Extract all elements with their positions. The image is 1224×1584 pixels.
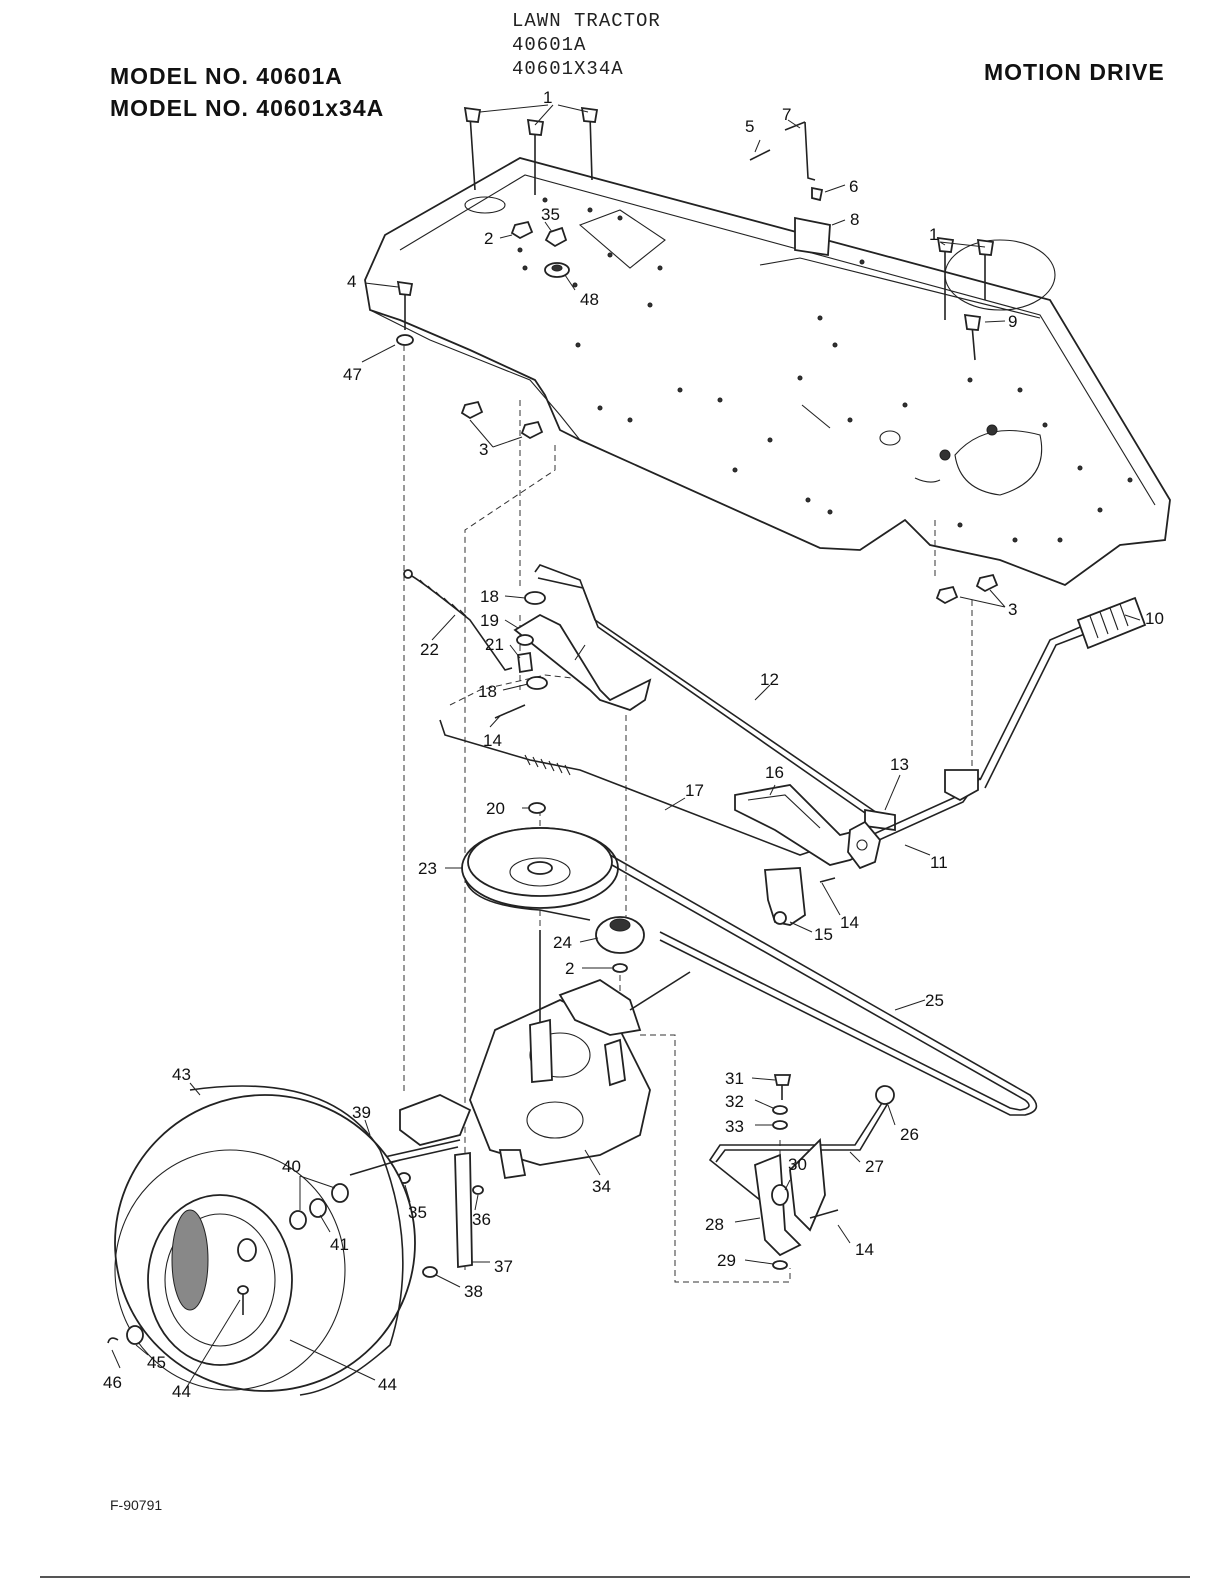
callout-47: 47 <box>343 365 362 384</box>
section-title: MOTION DRIVE <box>984 59 1165 85</box>
callout-46: 46 <box>103 1373 122 1392</box>
callout-21: 21 <box>485 635 504 654</box>
callout-6: 6 <box>849 177 858 196</box>
callout-44-right: 44 <box>378 1375 397 1394</box>
pulley-assembly <box>461 802 1038 1116</box>
drawing-code: F-90791 <box>110 1497 163 1513</box>
callout-16: 16 <box>765 763 784 782</box>
callout-2: 2 <box>484 229 493 248</box>
leader-lines <box>111 104 1141 1391</box>
callout-34: 34 <box>592 1177 611 1196</box>
shift-lever-assembly <box>708 1074 895 1270</box>
callout-36: 36 <box>472 1210 491 1229</box>
callout-10: 10 <box>1145 609 1164 628</box>
callout-17: 17 <box>685 781 704 800</box>
frame-bolts <box>396 106 999 605</box>
callout-29: 29 <box>717 1251 736 1270</box>
callout-7: 7 <box>782 105 791 124</box>
callout-8: 8 <box>850 210 859 229</box>
spring-and-bracket <box>403 569 652 719</box>
callout-20: 20 <box>486 799 505 818</box>
callout-27: 27 <box>865 1157 884 1176</box>
callout-1-right: 1 <box>929 225 938 244</box>
callout-48: 48 <box>580 290 599 309</box>
callout-41: 41 <box>330 1235 349 1254</box>
callout-12: 12 <box>760 670 779 689</box>
callout-14-right: 14 <box>855 1240 874 1259</box>
callout-33: 33 <box>725 1117 744 1136</box>
callout-30: 30 <box>788 1155 807 1174</box>
callout-3-right: 3 <box>1008 600 1017 619</box>
callout-22: 22 <box>420 640 439 659</box>
chassis-frame <box>364 157 1171 587</box>
callout-11: 11 <box>930 853 948 872</box>
callout-2-lower: 2 <box>565 959 574 978</box>
callout-40: 40 <box>282 1157 301 1176</box>
model-number-2: MODEL NO. 40601x34A <box>110 95 385 121</box>
callout-18: 18 <box>480 587 499 606</box>
callout-26: 26 <box>900 1125 919 1144</box>
product-model-2: 40601X34A <box>512 58 624 80</box>
callout-31: 31 <box>725 1069 744 1088</box>
callout-25: 25 <box>925 991 944 1010</box>
callout-39: 39 <box>352 1103 371 1122</box>
callout-labels: 1 2 35 48 4 47 3 5 7 6 8 1 9 3 10 18 19 … <box>103 88 1164 1401</box>
callout-14: 14 <box>483 731 502 750</box>
bottom-rule <box>40 1576 1190 1578</box>
callout-19: 19 <box>480 611 499 630</box>
rear-wheel <box>107 1085 416 1396</box>
callout-5: 5 <box>745 117 754 136</box>
callout-37: 37 <box>494 1257 513 1276</box>
callout-35: 35 <box>541 205 560 224</box>
model-number-1: MODEL NO. 40601A <box>110 63 343 89</box>
callout-3: 3 <box>479 440 488 459</box>
callout-44: 44 <box>172 1382 191 1401</box>
control-rods <box>439 564 1147 856</box>
callout-24: 24 <box>553 933 572 952</box>
transaxle <box>377 930 691 1278</box>
callout-38: 38 <box>464 1282 483 1301</box>
callout-45: 45 <box>147 1353 166 1372</box>
callout-32: 32 <box>725 1092 744 1111</box>
callout-18-lower: 18 <box>478 682 497 701</box>
callout-4: 4 <box>347 272 356 291</box>
callout-43: 43 <box>172 1065 191 1084</box>
callout-28: 28 <box>705 1215 724 1234</box>
callout-14-mid: 14 <box>840 913 859 932</box>
product-model-1: 40601A <box>512 34 587 56</box>
pedal-bracket <box>734 784 881 926</box>
callout-13: 13 <box>890 755 909 774</box>
callout-1: 1 <box>543 88 552 107</box>
callout-15: 15 <box>814 925 833 944</box>
callout-23: 23 <box>418 859 437 878</box>
callout-35-lower: 35 <box>408 1203 427 1222</box>
product-name: LAWN TRACTOR <box>512 10 661 32</box>
callout-9: 9 <box>1008 312 1017 331</box>
